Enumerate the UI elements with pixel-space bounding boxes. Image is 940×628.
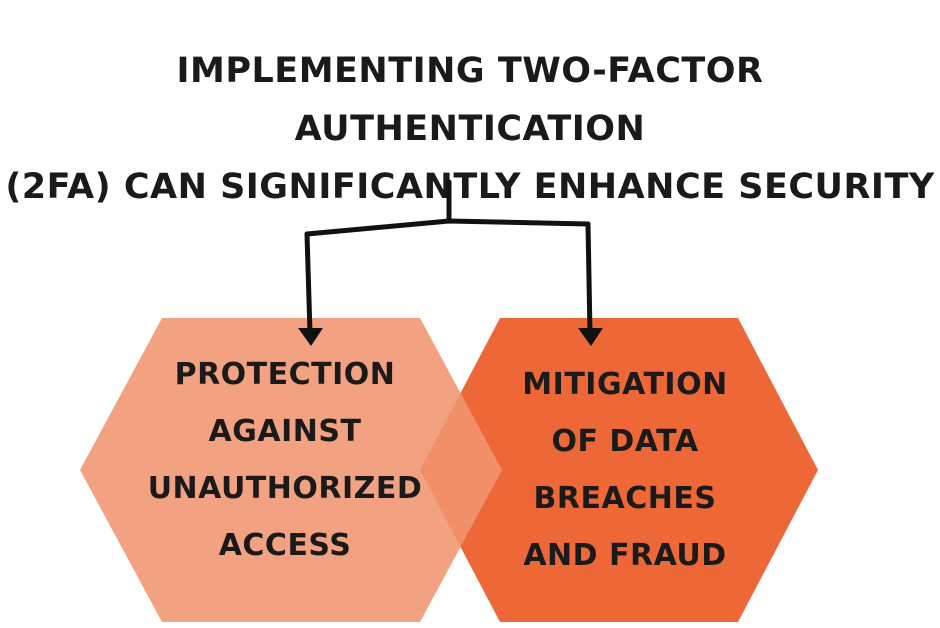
- node-left-line-2: AGAINST: [208, 414, 362, 449]
- node-right-line-4: AND FRAUD: [523, 538, 727, 573]
- node-left-line-1: PROTECTION: [174, 357, 396, 392]
- title-line-1: IMPLEMENTING TWO-FACTOR AUTHENTICATION: [176, 51, 764, 149]
- hexagon-right: [420, 318, 818, 622]
- connector-lines: [304, 179, 593, 336]
- connector-right-drop: [585, 221, 593, 336]
- node-right-line-2: OF DATA: [551, 424, 699, 459]
- node-left-line-4: ACCESS: [218, 528, 352, 563]
- title-line-2: (2FA) CAN SIGNIFICANTLY ENHANCE SECURITY: [5, 167, 935, 207]
- node-left-text: PROTECTION AGAINST UNAUTHORIZED ACCESS: [115, 346, 455, 574]
- node-left-line-3: UNAUTHORIZED: [147, 471, 423, 506]
- hexagon-left: [80, 318, 502, 622]
- diagram-title: IMPLEMENTING TWO-FACTOR AUTHENTICATION (…: [0, 42, 940, 216]
- node-right-line-1: MITIGATION: [522, 367, 728, 402]
- arrowhead-right: [578, 328, 603, 346]
- node-right-text: MITIGATION OF DATA BREACHES AND FRAUD: [465, 356, 785, 584]
- node-right-line-3: BREACHES: [533, 481, 717, 516]
- connector-left-drop: [304, 231, 313, 336]
- arrowhead-left: [298, 328, 323, 346]
- connector-bar: [304, 218, 591, 237]
